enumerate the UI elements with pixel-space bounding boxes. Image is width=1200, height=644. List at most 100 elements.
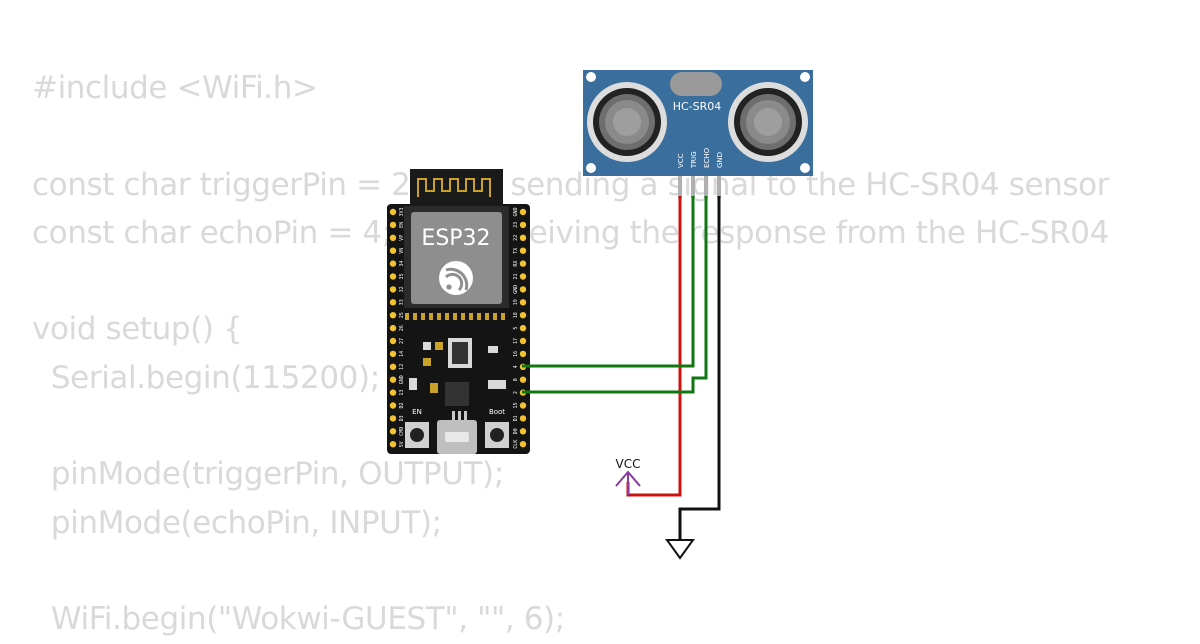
pin-label-gnd: GND (716, 152, 724, 168)
hc-sr04-sensor[interactable]: HC-SR04 VCC TRIG ECHO GND (583, 70, 813, 198)
esp32-pin-right[interactable] (519, 247, 527, 254)
esp32-pin-label: 13 (399, 390, 405, 396)
esp32-pin-label: 3V3 (399, 207, 405, 216)
esp32-pin-left[interactable] (389, 441, 397, 448)
circuit-diagram: ESP32 EN Boot (387, 70, 813, 560)
sensor-pin-gnd[interactable] (717, 176, 721, 198)
code-line: pinMode(echoPin, INPUT); (32, 504, 442, 541)
module-shield (411, 212, 502, 304)
esp32-pin-label: 25 (399, 312, 405, 318)
esp32-pin-label: 26 (399, 325, 405, 331)
boot-button-cap[interactable] (490, 428, 504, 442)
mount-hole (800, 72, 810, 82)
esp32-pin-right[interactable] (519, 415, 527, 422)
crystal-oscillator (670, 72, 722, 96)
esp32-pin-left[interactable] (389, 208, 397, 216)
vcc-power-symbol[interactable]: VCC (615, 457, 641, 495)
esp32-pin-left[interactable] (389, 376, 397, 383)
esp32-board[interactable]: ESP32 EN Boot (387, 169, 530, 454)
esp32-pin-label: 17 (513, 338, 519, 344)
code-line: Serial.begin(115200); (32, 359, 380, 396)
sensor-label: HC-SR04 (673, 100, 722, 113)
esp32-pin-label: 2 (513, 391, 519, 394)
esp32-pin-left[interactable] (389, 247, 397, 254)
esp32-pin-left[interactable] (389, 260, 397, 267)
espressif-logo-icon (439, 261, 473, 295)
esp32-pin-label: 23 (513, 222, 519, 228)
esp32-pin-left[interactable] (389, 402, 397, 409)
esp32-pin-label: 0 (513, 378, 519, 381)
esp32-pin-label: 14 (399, 351, 405, 357)
esp32-pin-right[interactable] (519, 428, 527, 435)
esp32-pin-right[interactable] (519, 273, 527, 280)
esp32-pin-left[interactable] (389, 286, 397, 293)
esp32-pin-label: 34 (399, 261, 405, 267)
esp32-pin-left[interactable] (389, 234, 397, 241)
right-transducer-icon (728, 82, 808, 162)
esp32-pin-left[interactable] (389, 337, 397, 345)
esp32-pin-right[interactable] (519, 324, 527, 332)
esp32-pin-label: VP (399, 235, 405, 241)
esp32-pin-label: D0 (513, 428, 519, 434)
left-transducer-icon (587, 82, 667, 162)
mount-hole (586, 163, 596, 173)
esp32-pin-left[interactable] (389, 299, 397, 306)
antenna-trace-icon (417, 178, 491, 197)
esp32-pin-label: RX (513, 261, 519, 267)
en-label: EN (412, 408, 422, 416)
esp32-pin-left[interactable] (389, 324, 397, 332)
esp32-pin-right[interactable] (519, 402, 527, 409)
esp32-pin-left[interactable] (389, 312, 397, 319)
esp32-pin-label: 19 (513, 299, 519, 305)
esp32-pin-label: CMD (399, 427, 405, 436)
esp32-pin-left[interactable] (389, 428, 397, 435)
esp32-pin-right[interactable] (519, 441, 527, 448)
esp32-pin-label: 4 (513, 365, 519, 368)
vcc-wire[interactable] (626, 196, 682, 497)
esp32-pin-label: CLK (513, 440, 519, 449)
vcc-label: VCC (616, 457, 641, 471)
esp32-pin-right[interactable] (519, 221, 527, 229)
esp32-pin-left[interactable] (389, 389, 397, 396)
esp32-pin-right[interactable] (519, 260, 527, 267)
esp32-pin-right[interactable] (519, 312, 527, 319)
sensor-pin-vcc[interactable] (678, 176, 682, 198)
ground-symbol[interactable] (665, 539, 695, 560)
esp32-pin-label: 15 (513, 402, 519, 408)
esp32-pin-label: D1 (513, 415, 519, 421)
esp32-pin-left[interactable] (389, 363, 397, 370)
esp32-pin-left[interactable] (389, 273, 397, 280)
esp32-pin-left[interactable] (389, 415, 397, 422)
esp32-pin-left[interactable] (389, 350, 397, 358)
esp32-pin-label: TX (513, 248, 519, 254)
esp32-pin-label: 21 (513, 273, 519, 279)
vcc-arrow-head-icon (615, 470, 641, 487)
esp32-pin-right[interactable] (519, 286, 527, 293)
esp32-pin-label: EN (399, 222, 405, 228)
sensor-pin-echo[interactable] (704, 176, 708, 198)
esp32-pin-right[interactable] (519, 376, 527, 383)
esp32-pin-right[interactable] (519, 299, 527, 306)
en-button-cap[interactable] (410, 428, 424, 442)
esp32-pin-right[interactable] (519, 350, 527, 358)
esp32-pin-right[interactable] (519, 234, 527, 241)
sensor-pin-trig[interactable] (691, 176, 695, 198)
esp32-left-pin-header[interactable]: 3V3ENVPVN343532332526271412GND13D2D3CMD5… (389, 207, 405, 448)
esp32-pin-label: GND (513, 285, 519, 294)
trig-wire[interactable] (522, 196, 695, 368)
esp32-pin-left[interactable] (389, 221, 397, 229)
esp32-pin-label: 5V (399, 441, 405, 447)
esp32-pin-label: 33 (399, 299, 405, 305)
echo-wire[interactable] (522, 196, 708, 394)
esp32-pin-right[interactable] (519, 208, 527, 216)
mount-hole (800, 163, 810, 173)
mount-hole (586, 72, 596, 82)
esp32-pin-label: 32 (399, 286, 405, 292)
pin-label-echo: ECHO (703, 147, 711, 168)
module-pads (405, 313, 505, 320)
esp32-pin-label: 12 (399, 364, 405, 370)
gnd-wire[interactable] (678, 196, 721, 540)
esp32-pin-label: 35 (399, 273, 405, 279)
esp32-pin-right[interactable] (519, 337, 527, 345)
